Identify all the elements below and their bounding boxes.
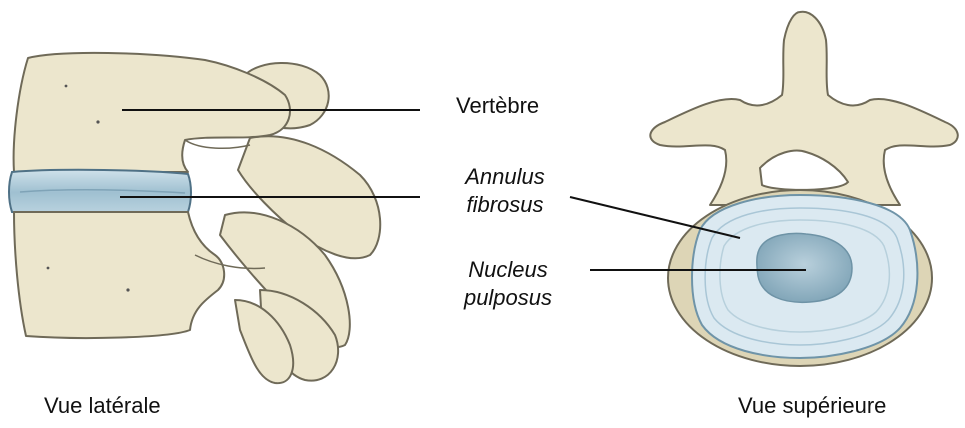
label-annulus-fibrosus: Annulus fibrosus [445, 163, 565, 219]
lower-vertebral-body [14, 212, 224, 338]
caption-lateral-view: Vue latérale [44, 392, 161, 420]
label-nucleus-line1: Nucleus [448, 256, 568, 284]
label-nucleus-pulposus: Nucleus pulposus [448, 256, 568, 312]
label-annulus-line2: fibrosus [445, 191, 565, 219]
nucleus-pulposus [757, 233, 852, 302]
label-vertebra: Vertèbre [456, 92, 539, 120]
label-nucleus-line2: pulposus [448, 284, 568, 312]
superior-vertebra [650, 12, 957, 366]
label-annulus-line1: Annulus [445, 163, 565, 191]
caption-superior-view: Vue supérieure [738, 392, 886, 420]
lateral-vertebrae [9, 53, 380, 383]
